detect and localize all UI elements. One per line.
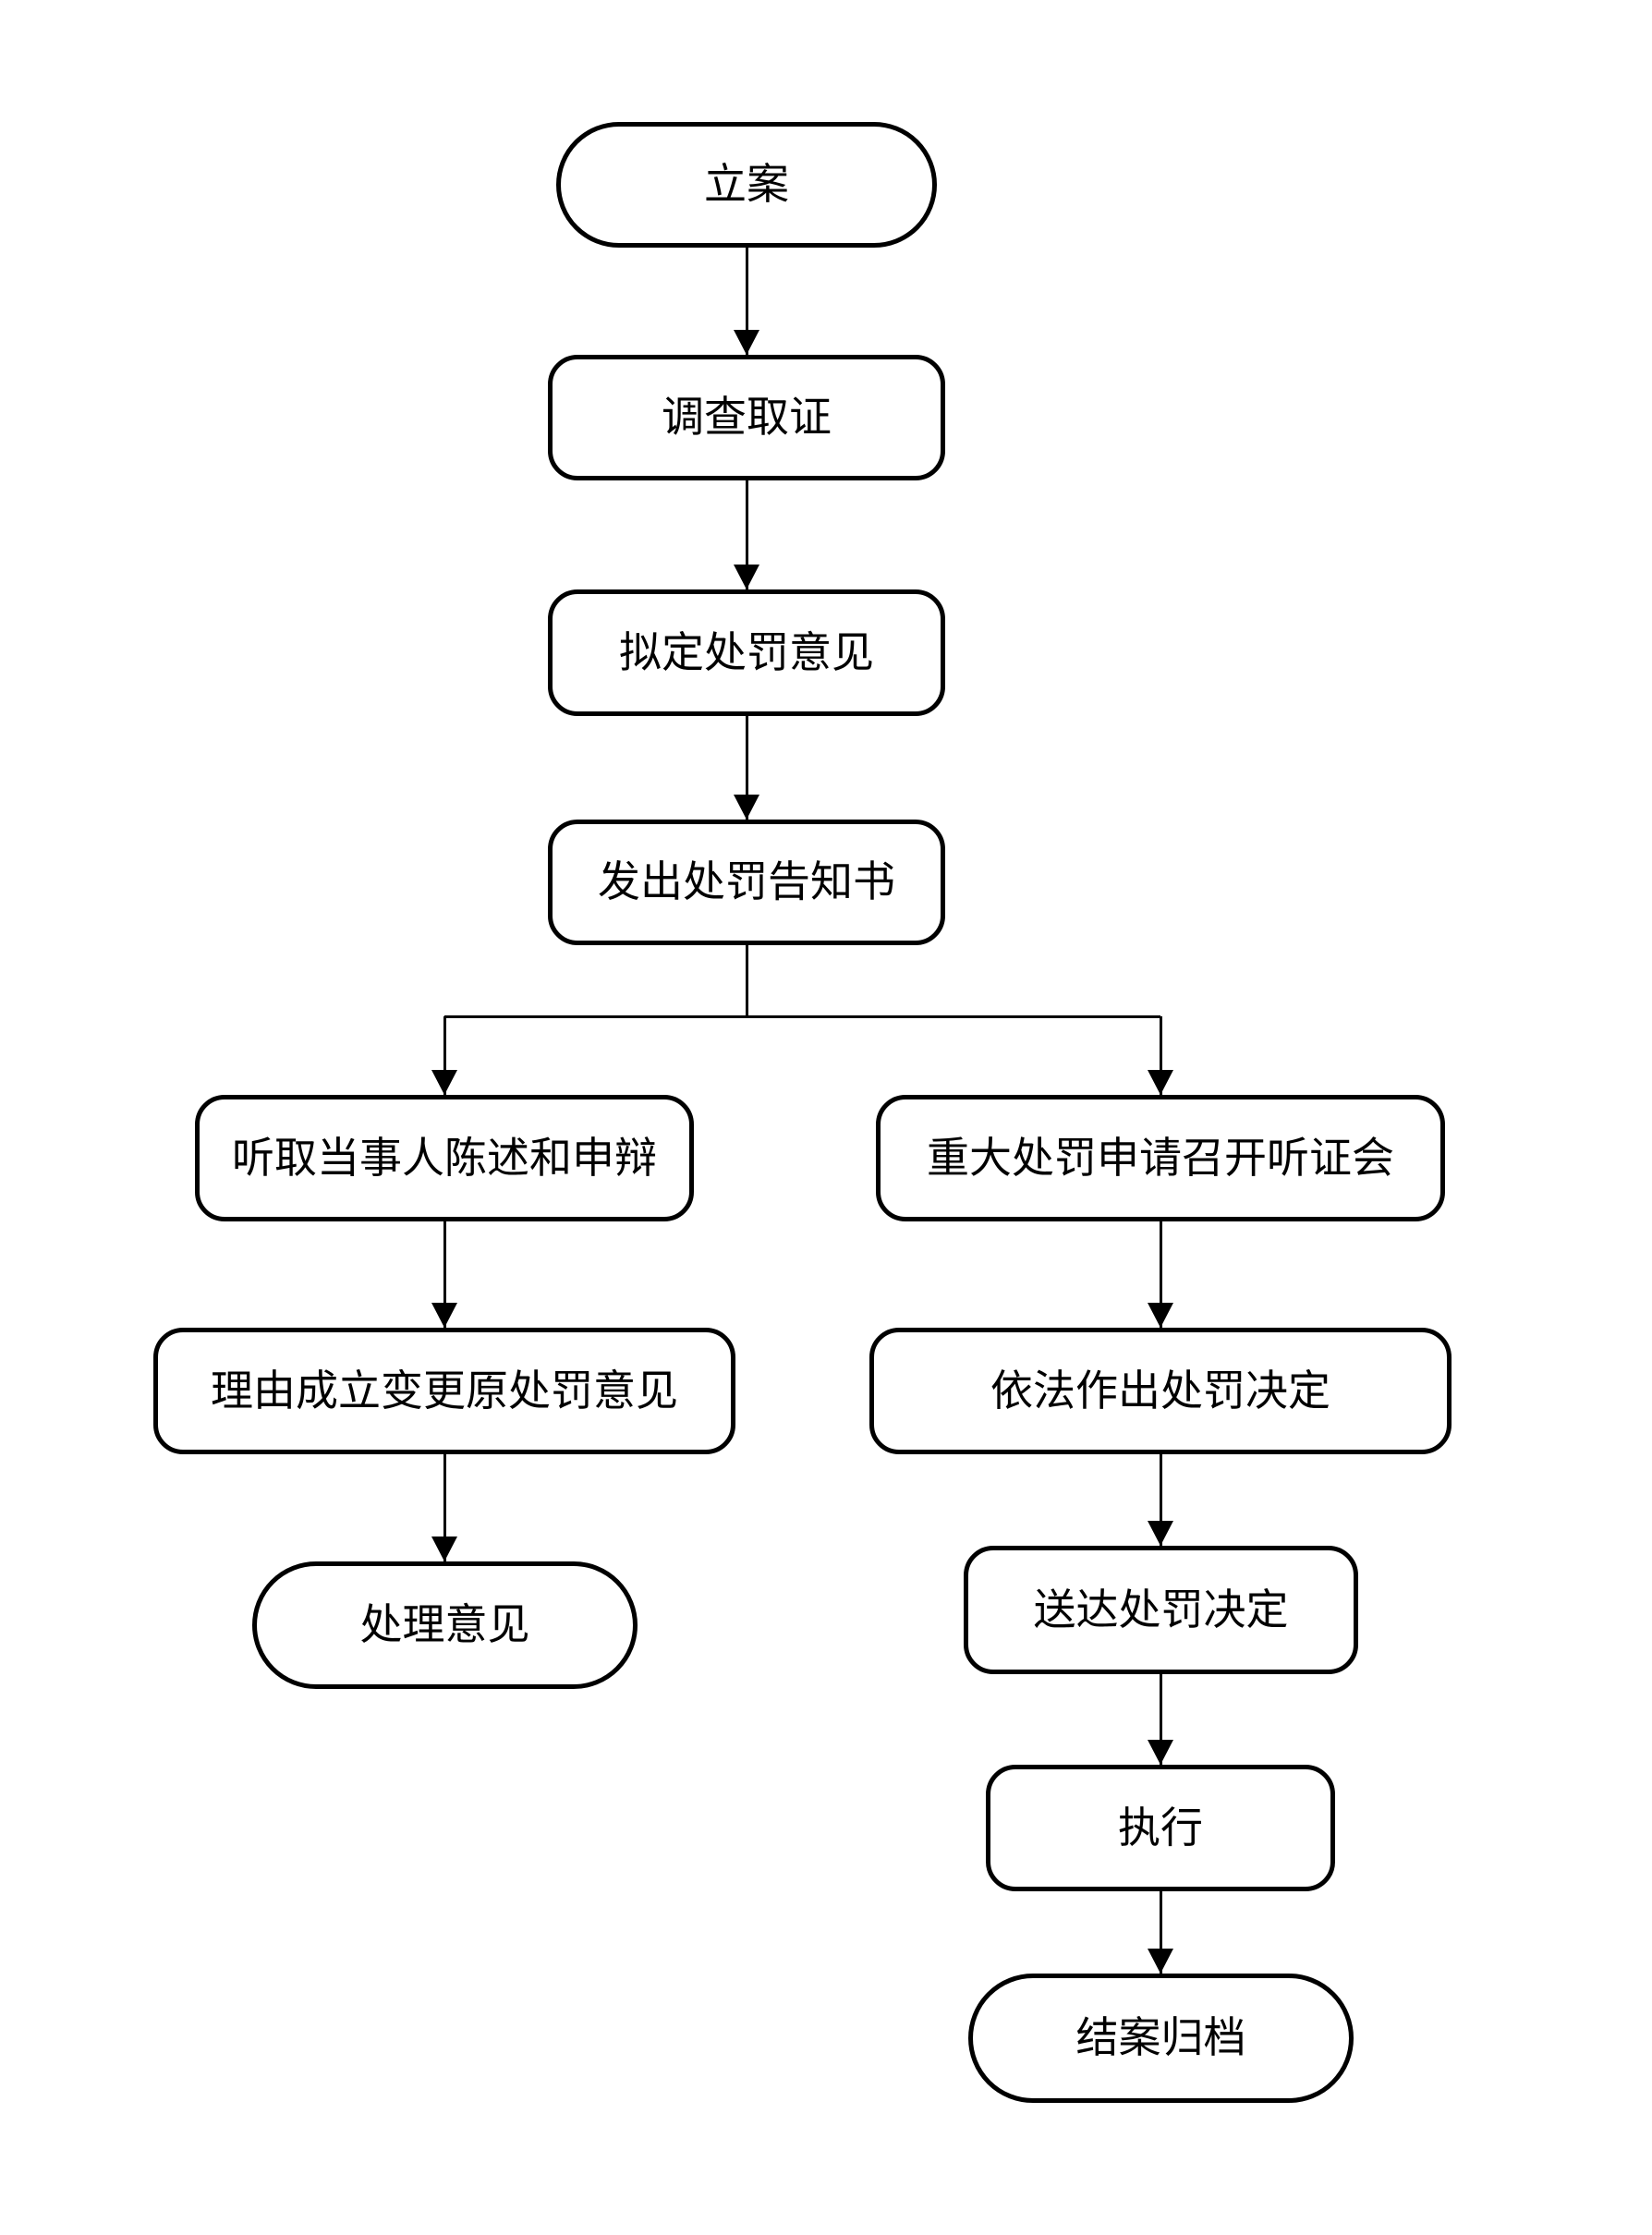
arrowhead-icon — [431, 1303, 457, 1328]
node-issue-penalty-notice: 发出处罚告知书 — [548, 820, 945, 945]
arrowhead-icon — [1148, 1521, 1173, 1546]
arrowhead-icon — [734, 565, 759, 589]
connector-line — [1159, 1674, 1162, 1765]
node-label: 执行 — [1118, 1804, 1203, 1852]
connector-line — [1159, 1016, 1162, 1095]
connector-line — [1159, 1891, 1162, 1974]
arrowhead-icon — [431, 1070, 457, 1095]
arrowhead-icon — [431, 1537, 457, 1561]
connector-line — [443, 1221, 446, 1328]
node-label: 结案归档 — [1075, 2014, 1246, 2061]
arrowhead-icon — [1148, 1303, 1173, 1328]
node-label: 处理意见 — [359, 1601, 530, 1648]
arrowhead-icon — [1148, 1949, 1173, 1974]
node-revise-original-opinion: 理由成立变更原处罚意见 — [153, 1328, 735, 1454]
node-make-penalty-decision: 依法作出处罚决定 — [869, 1328, 1452, 1454]
arrowhead-icon — [1148, 1070, 1173, 1095]
node-label: 理由成立变更原处罚意见 — [211, 1367, 678, 1415]
node-handling-opinion: 处理意见 — [252, 1561, 638, 1689]
connector-line — [1159, 1454, 1162, 1546]
node-serve-penalty-decision: 送达处罚决定 — [964, 1546, 1358, 1674]
node-label: 发出处罚告知书 — [598, 858, 895, 905]
connector-line — [745, 248, 748, 355]
connector-line — [745, 480, 748, 589]
node-label: 重大处罚申请召开听证会 — [927, 1134, 1394, 1182]
connector-line — [745, 945, 748, 1016]
node-label: 调查取证 — [662, 394, 832, 441]
arrowhead-icon — [734, 330, 759, 355]
node-label: 依法作出处罚决定 — [990, 1367, 1330, 1415]
node-major-penalty-hearing: 重大处罚申请召开听证会 — [876, 1095, 1445, 1221]
connector-line — [443, 1454, 446, 1561]
connector-line — [444, 1014, 1160, 1018]
node-investigation-evidence: 调查取证 — [548, 355, 945, 480]
node-draft-penalty-opinion: 拟定处罚意见 — [548, 589, 945, 716]
node-case-filing: 立案 — [556, 122, 937, 248]
connector-line — [1159, 1221, 1162, 1328]
node-label: 送达处罚决定 — [1033, 1585, 1289, 1634]
node-hear-statement-defense: 听取当事人陈述和申辩 — [195, 1095, 694, 1221]
node-execution: 执行 — [986, 1765, 1335, 1891]
arrowhead-icon — [734, 795, 759, 820]
node-label: 拟定处罚意见 — [619, 628, 874, 676]
connector-line — [745, 716, 748, 820]
node-label: 立案 — [704, 161, 789, 208]
arrowhead-icon — [1148, 1740, 1173, 1765]
connector-line — [443, 1016, 446, 1095]
node-close-and-archive: 结案归档 — [968, 1974, 1354, 2103]
node-label: 听取当事人陈述和申辩 — [232, 1134, 657, 1182]
